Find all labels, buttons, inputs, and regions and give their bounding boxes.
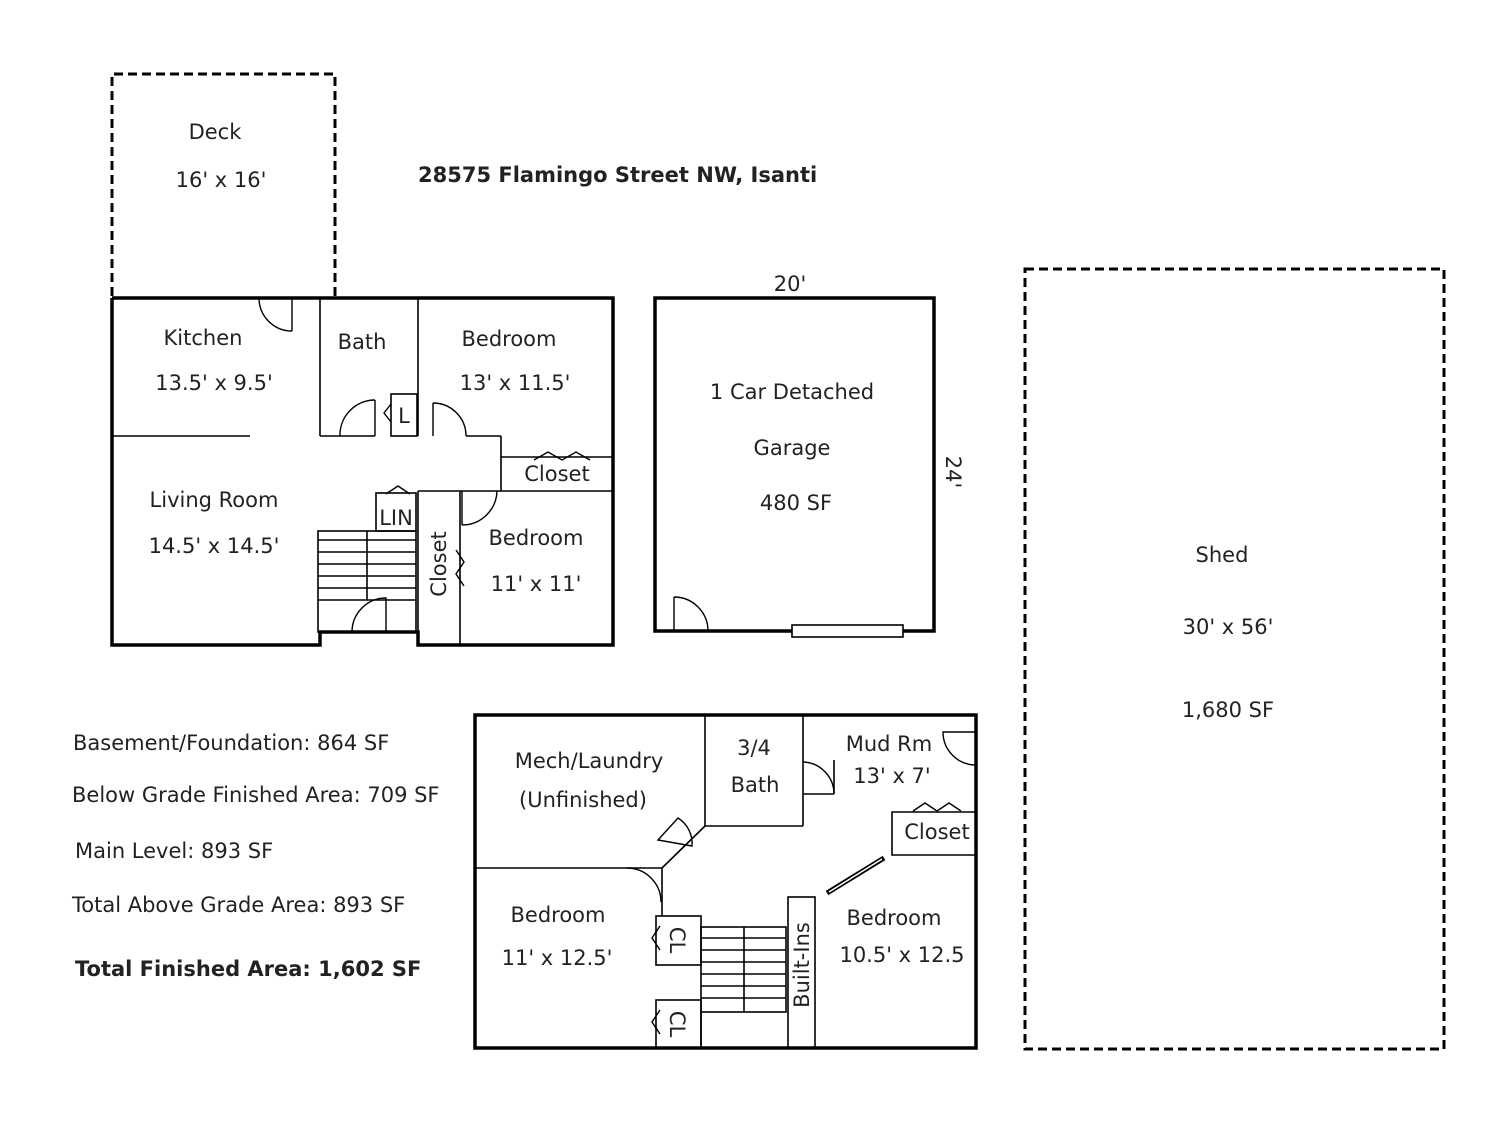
lower-closet-label: Closet [904,820,969,844]
closet2-label: Closet [427,531,451,596]
address-title: 28575 Flamingo Street NW, Isanti [418,163,817,187]
garage-overhead-door [791,624,904,638]
kitchen-size: 13.5' x 9.5' [155,371,272,395]
garage-label-2: Garage [754,436,831,460]
above-grade-area: Total Above Grade Area: 893 SF [71,893,405,917]
mud-room-size: 13' x 7' [853,764,930,788]
lower-bedroom1-size: 11' x 12.5' [502,946,613,970]
mech-laundry-label: Mech/Laundry [515,749,664,773]
deck: Deck 16' x 16' [110,72,337,296]
living-room-label: Living Room [150,488,279,512]
garage-area: 480 SF [760,491,832,515]
lower-level-plan: Mech/Laundry (Unfinished) 3/4 Bath Mud R… [473,713,978,1050]
basement-area: Basement/Foundation: 864 SF [73,731,389,755]
lin-label: LIN [379,506,413,530]
three-quarter-bath-label-2: Bath [731,773,780,797]
garage-depth: 24' [941,456,965,489]
bedroom1-size: 13' x 11.5' [460,371,571,395]
shed-plan: Shed 30' x 56' 1,680 SF [1023,267,1446,1051]
total-finished-area: Total Finished Area: 1,602 SF [75,957,421,981]
garage-label-1: 1 Car Detached [710,380,874,404]
three-quarter-bath-label-1: 3/4 [737,736,771,760]
shed-label: Shed [1196,543,1249,567]
shed-size: 30' x 56' [1183,615,1274,639]
closet1-label: Closet [524,462,589,486]
garage-plan: 20' 24' 1 Car Detached Garage 480 SF [653,272,965,638]
area-summary: Basement/Foundation: 864 SF Below Grade … [71,731,440,981]
lower-bedroom2-size: 10.5' x 12.5 [839,943,964,967]
deck-label: Deck [189,120,243,144]
cl1-label: CL [665,927,689,954]
shed-area: 1,680 SF [1182,698,1274,722]
main-level-plan: Kitchen 13.5' x 9.5' Bath L Bedroom 13' … [110,296,615,647]
bedroom1-door [432,402,467,437]
kitchen-door [258,297,293,332]
bath-label: Bath [338,330,387,354]
garage-service-door [673,596,709,632]
below-grade-area: Below Grade Finished Area: 709 SF [72,783,440,807]
lower-bedroom2-label: Bedroom [847,906,942,930]
linen-l-label: L [398,404,410,428]
mud-room-label: Mud Rm [846,732,932,756]
cl2-label: CL [665,1011,689,1038]
mech-unfinished-label: (Unfinished) [519,788,647,812]
bedroom2-door [461,490,498,526]
main-level-area: Main Level: 893 SF [75,839,273,863]
living-room-size: 14.5' x 14.5' [149,534,280,558]
lower-bedroom1-label: Bedroom [511,903,606,927]
built-ins-label: Built-Ins [790,922,814,1008]
bedroom1-label: Bedroom [462,327,557,351]
deck-size: 16' x 16' [176,168,267,192]
kitchen-label: Kitchen [164,326,243,350]
garage-width: 20' [774,272,807,296]
bedroom2-label: Bedroom [489,526,584,550]
bath-door [339,399,376,437]
bedroom2-size: 11' x 11' [491,572,582,596]
